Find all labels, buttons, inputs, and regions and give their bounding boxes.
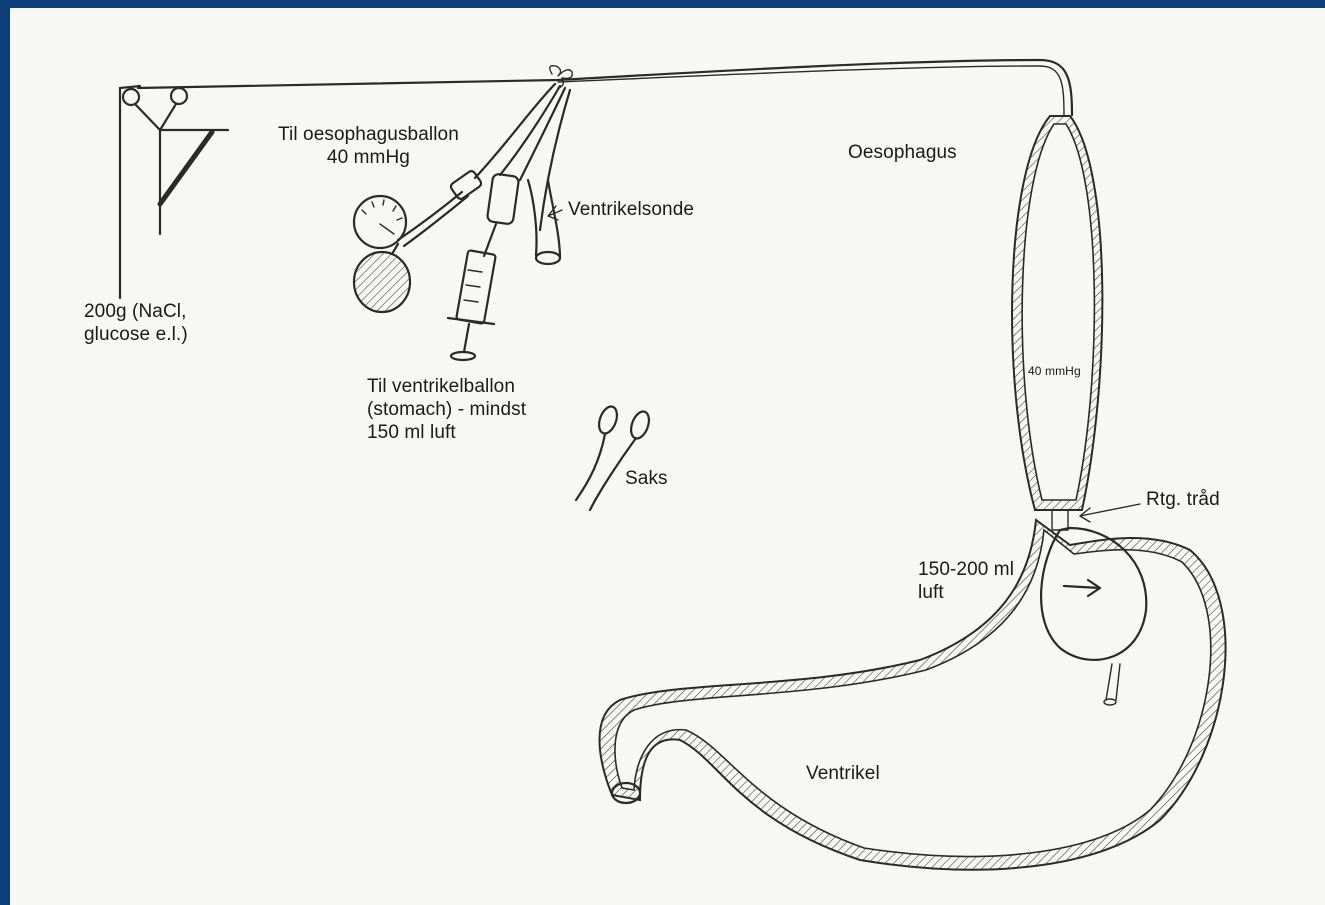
pulley-wheel-right — [171, 88, 187, 104]
pressure-label: 40 mmHg — [1028, 364, 1081, 378]
air-volume-label: 150-200 ml luft — [918, 558, 1014, 604]
rtg-traad-label: Rtg. tråd — [1146, 488, 1220, 511]
rtg-arrow — [1080, 504, 1140, 522]
ventrikelsonde-label: Ventrikelsonde — [568, 198, 694, 221]
weight-label: 200g (NaCl, glucose e.l.) — [84, 300, 188, 346]
oesophagus-label: Oesophagus — [848, 141, 957, 164]
manometer — [354, 196, 410, 312]
oesophagus-valve — [398, 170, 483, 246]
ventrikel-balloon-label: Til ventrikelballon (stomach) - mindst 1… — [367, 375, 526, 444]
scissors-icon — [576, 404, 652, 510]
stomach-outline — [600, 520, 1226, 870]
pulley-wheel-left — [123, 89, 139, 105]
pulley-stand — [120, 86, 228, 298]
oesophagus-balloon-label: Til oesophagusballon 40 mmHg — [278, 123, 459, 169]
saks-label: Saks — [625, 467, 668, 490]
oesophagus-balloon — [1012, 116, 1102, 530]
manometer-bulb — [354, 252, 410, 312]
traction-thread — [138, 60, 1072, 115]
syringe — [448, 173, 519, 360]
ventrikel-label: Ventrikel — [806, 762, 880, 785]
